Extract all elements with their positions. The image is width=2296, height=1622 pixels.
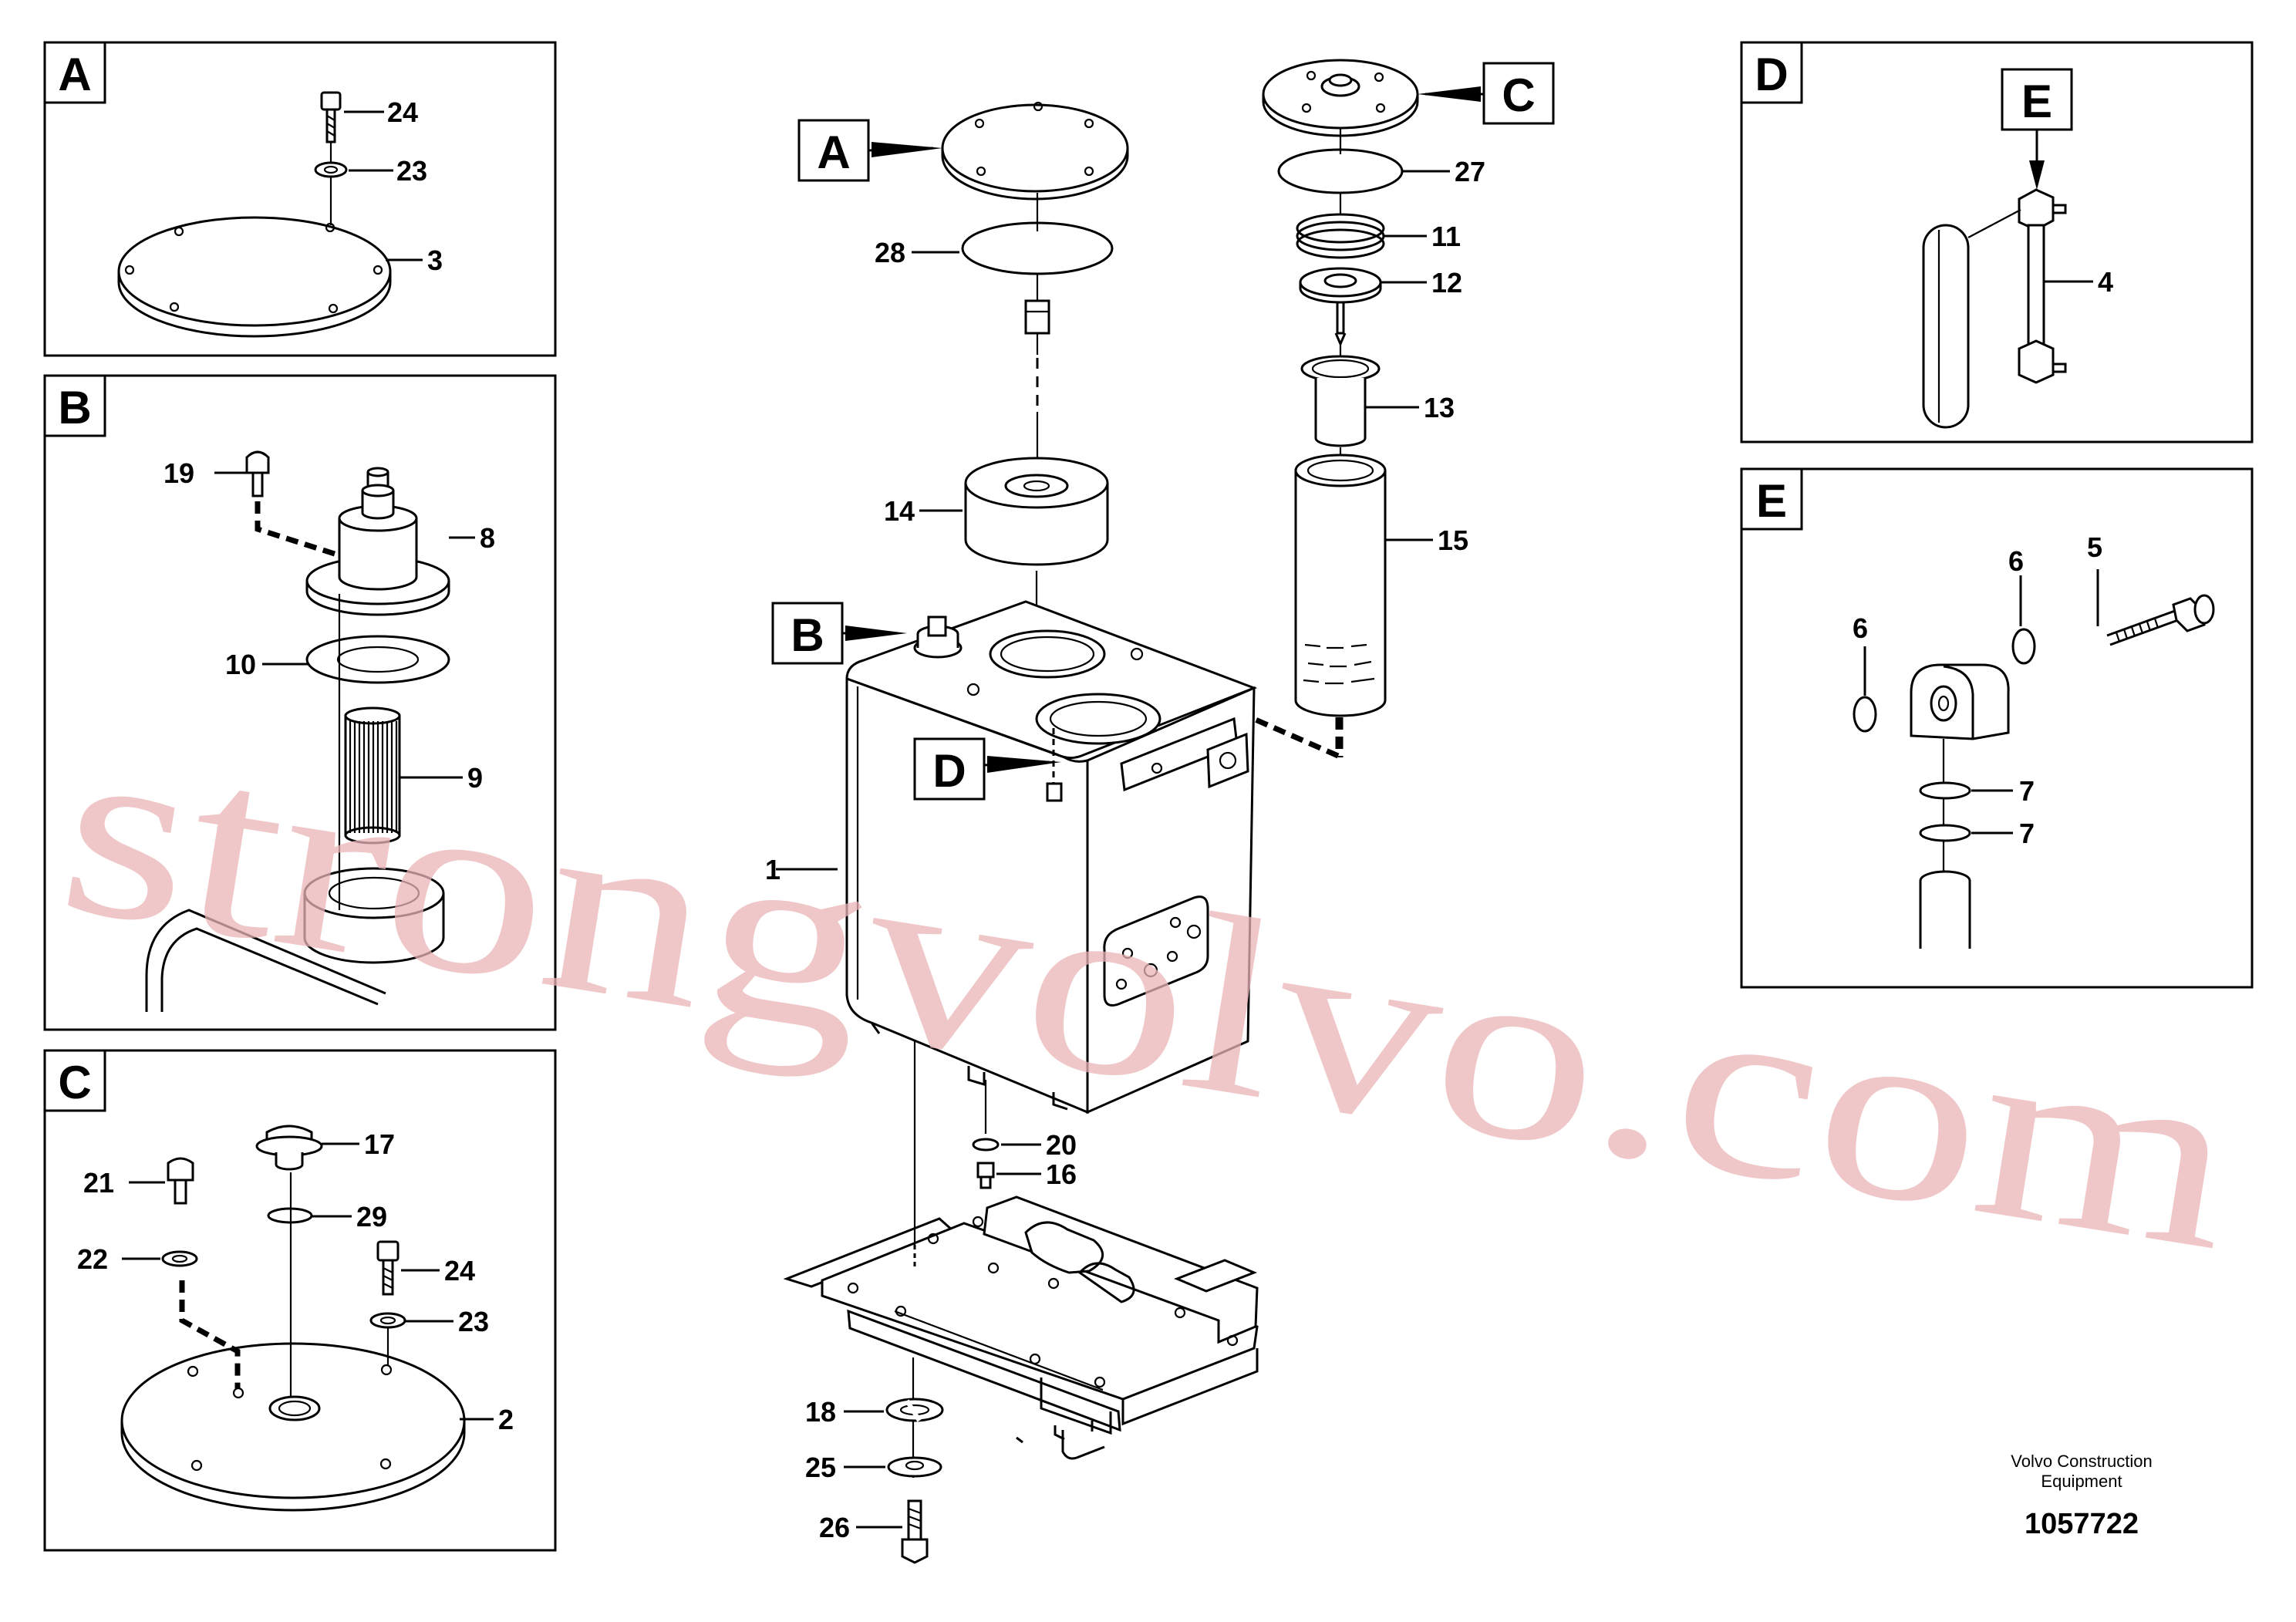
- panel-c-tag: C: [58, 1057, 91, 1108]
- callout-d: D: [932, 745, 966, 797]
- panel-e-tag: E: [1756, 475, 1787, 527]
- svg-text:13: 13: [1424, 392, 1455, 423]
- svg-text:4: 4: [2098, 266, 2113, 298]
- svg-text:3: 3: [427, 244, 443, 276]
- breather-8: [305, 467, 450, 616]
- svg-text:2: 2: [498, 1404, 514, 1435]
- spring-washer-18: [885, 1398, 944, 1422]
- washer-23-a: [314, 161, 348, 178]
- svg-text:11: 11: [1431, 221, 1461, 252]
- svg-text:6: 6: [1853, 612, 1868, 644]
- svg-text:15: 15: [1438, 524, 1468, 556]
- sleeve-13: [1300, 355, 1381, 447]
- svg-text:28: 28: [875, 237, 905, 268]
- svg-text:10: 10: [225, 649, 256, 680]
- detail-panel-e: E 5 6 6 7: [1740, 467, 2254, 989]
- detail-panel-c: C 17 29: [43, 1049, 557, 1552]
- callout-c: C: [1502, 69, 1535, 121]
- svg-text:9: 9: [467, 762, 483, 794]
- svg-text:24: 24: [387, 96, 418, 128]
- footer-credit: Volvo Construction Equipment 1057722: [2011, 1452, 2152, 1540]
- spring-11: [1296, 213, 1385, 259]
- svg-text:19: 19: [164, 457, 194, 489]
- top-cover-plate: [941, 101, 1129, 201]
- filter-14: [964, 457, 1109, 566]
- oring-6-left: [1853, 696, 1877, 733]
- panel-d-callout-e: E: [2021, 76, 2052, 127]
- oring-7-top: [1919, 781, 1971, 800]
- svg-text:14: 14: [884, 495, 915, 527]
- svg-text:23: 23: [458, 1306, 489, 1337]
- panel-a-tag: A: [58, 49, 91, 100]
- svg-text:12: 12: [1431, 267, 1462, 298]
- svg-text:21: 21: [83, 1167, 114, 1199]
- svg-text:16: 16: [1046, 1158, 1077, 1190]
- cover-plate-c: [120, 1342, 466, 1512]
- bolt-24-c: [376, 1240, 400, 1296]
- hydraulic-tank-1: [845, 600, 1258, 1114]
- svg-text:29: 29: [356, 1201, 387, 1233]
- bolt-24-a: [320, 91, 342, 225]
- credit-line-2: Equipment: [2041, 1472, 2122, 1491]
- washer-23-c: [369, 1312, 406, 1329]
- main-assembly: A 28 14: [765, 59, 1555, 1564]
- mounting-frame: [783, 1195, 1259, 1460]
- svg-text:24: 24: [444, 1255, 475, 1286]
- callout-b: B: [791, 609, 824, 661]
- detail-panel-b: B: [43, 374, 557, 1031]
- svg-text:23: 23: [396, 155, 427, 187]
- side-flange: [1103, 895, 1209, 1007]
- level-gauge-4: [2018, 188, 2067, 384]
- cover-plate-a: [117, 216, 392, 338]
- panel-d-tag: D: [1755, 49, 1788, 100]
- washer-22: [161, 1250, 198, 1267]
- banjo-fitting: [1910, 663, 2010, 740]
- oring-27: [1277, 148, 1404, 194]
- svg-text:7: 7: [2019, 818, 2035, 849]
- bolt-26: [901, 1499, 929, 1564]
- seal-20: [972, 1138, 1000, 1152]
- oring-28: [961, 221, 1114, 275]
- callout-a: A: [817, 126, 850, 178]
- gasket-10: [305, 635, 450, 684]
- panel-b-tag: B: [58, 382, 91, 433]
- svg-text:1: 1: [765, 854, 781, 885]
- side-port: [1206, 732, 1249, 789]
- plug-17: [255, 1125, 323, 1171]
- detail-panel-d: D E 4: [1740, 41, 2254, 443]
- filter-element-9: [344, 706, 401, 845]
- drain-valve-16: [976, 1162, 995, 1189]
- svg-text:26: 26: [819, 1512, 850, 1543]
- oring-7-bottom: [1919, 824, 1971, 842]
- svg-text:17: 17: [364, 1128, 395, 1160]
- document-number: 1057722: [2025, 1508, 2139, 1540]
- adapter-coupling: [1024, 299, 1050, 335]
- detail-panel-a: A 24 23 3: [43, 41, 557, 357]
- bolt-19: [245, 450, 270, 497]
- svg-text:5: 5: [2087, 531, 2102, 563]
- svg-text:7: 7: [2019, 775, 2035, 807]
- svg-text:18: 18: [805, 1396, 836, 1428]
- washer-25: [887, 1456, 942, 1478]
- svg-text:20: 20: [1046, 1129, 1077, 1161]
- valve-12: [1299, 267, 1382, 347]
- credit-line-1: Volvo Construction: [2011, 1452, 2152, 1471]
- return-filter-15: [1294, 454, 1387, 717]
- oring-6-right: [2011, 628, 2036, 665]
- svg-text:8: 8: [480, 522, 495, 554]
- svg-text:22: 22: [77, 1243, 108, 1275]
- svg-text:6: 6: [2008, 545, 2024, 577]
- filter-cover-plate: [1262, 59, 1419, 137]
- bolt-21: [167, 1157, 194, 1205]
- svg-text:27: 27: [1455, 156, 1485, 187]
- svg-text:25: 25: [805, 1452, 836, 1483]
- banjo-bolt-5: [2106, 594, 2215, 646]
